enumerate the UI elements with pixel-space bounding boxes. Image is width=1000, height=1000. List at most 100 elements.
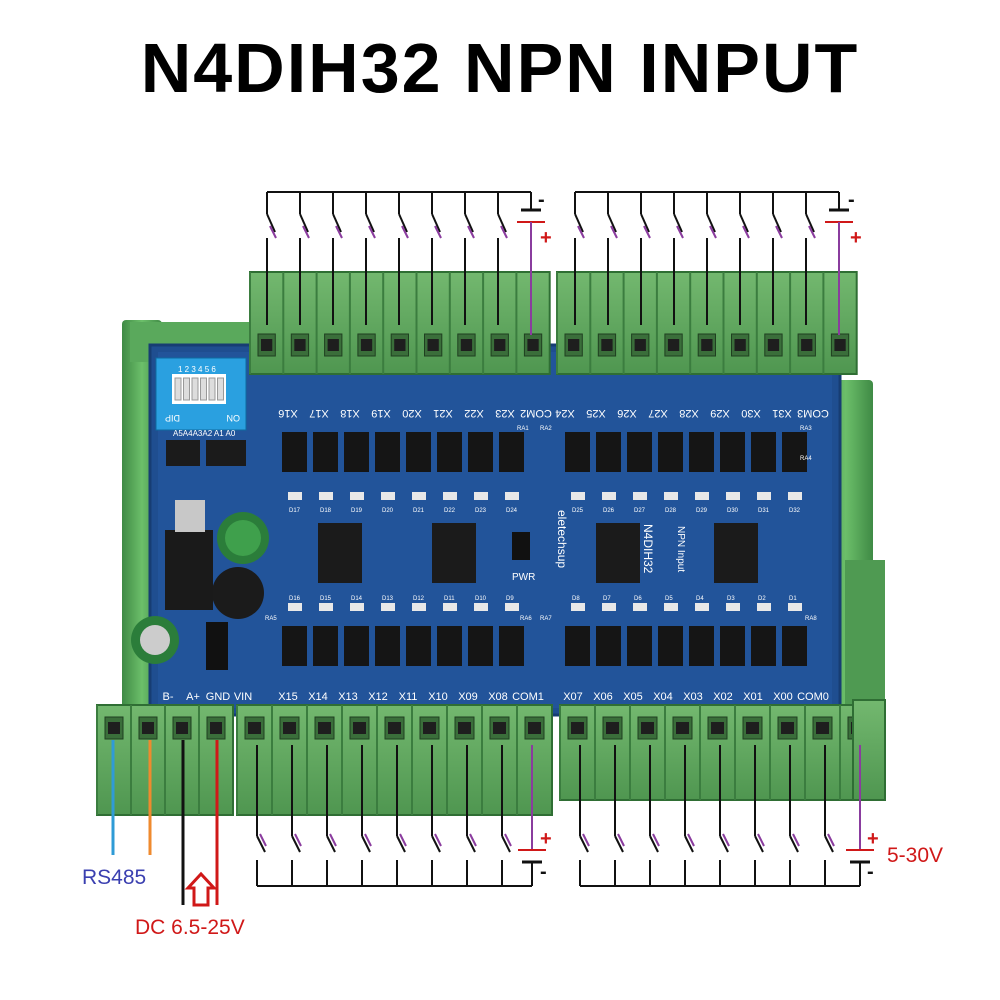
top-terminal-label: X24 [555,407,575,419]
led-label: D32 [789,508,801,514]
terminal-screw [816,722,829,734]
terminal-screw [606,722,619,734]
led [443,603,457,611]
led [443,492,457,500]
led-label: D19 [351,508,363,514]
dip-key [183,377,190,401]
switch-contact [365,213,375,233]
switch-contact [577,225,585,239]
bottom-terminal-label: X04 [653,691,673,703]
top-terminal-label: X19 [371,407,391,419]
address-label: A5A4A3A2 A1 A0 [173,429,236,438]
optocoupler [658,626,683,666]
led-label: D8 [572,596,580,602]
optocoupler [596,626,621,666]
switch-contact [399,833,407,847]
led-label: D23 [475,508,487,514]
bottom-terminal-label: X10 [428,691,448,703]
terminal-screw [834,339,846,351]
led [505,603,519,611]
top-left-battery-minus: - [538,189,545,211]
jumper [512,532,530,560]
terminal-screw [528,722,541,734]
optocoupler [437,626,462,666]
terminal-screw [353,722,366,734]
top-terminal-label: X18 [340,407,360,419]
switch-contact [401,225,409,239]
dip-key [217,377,224,401]
bottom-terminal-label: X02 [713,691,733,703]
terminal-screw [711,722,724,734]
led-label: D9 [506,596,514,602]
switch-contact [676,225,684,239]
dip-key [208,377,216,401]
switch-contact [466,835,476,853]
switch-contact [652,833,660,847]
switch-contact [582,833,590,847]
optocoupler [689,432,714,472]
led [412,492,426,500]
led [757,603,771,611]
optocoupler [406,626,431,666]
led-label: D5 [665,596,673,602]
switch-contact [640,213,650,233]
switch-contact [434,833,442,847]
switch-contact [643,225,651,239]
led-label: D10 [475,596,487,602]
optocoupler [313,626,338,666]
resistor-array-label: RA7 [540,616,552,622]
led-label: D20 [382,508,394,514]
model-label: N4DIH32 [641,524,655,574]
optocoupler [565,626,590,666]
led-label: D29 [696,508,708,514]
dc-power-label: DC 6.5-25V [135,916,245,939]
bottom-left-battery-minus: - [540,861,547,883]
terminal-screw [108,722,120,734]
led [695,492,709,500]
pwr-label: PWR [512,572,535,583]
led-label: D25 [572,508,584,514]
bottom-terminal-label: B- [163,691,174,703]
rs485-label: RS485 [82,866,147,889]
optocoupler [720,626,745,666]
switch-contact [361,835,371,853]
led [350,492,364,500]
switch-contact [256,835,266,853]
optocoupler [782,626,807,666]
switch-contact [291,835,301,853]
bottom-terminal-label: A+ [186,691,200,703]
optocoupler [313,432,338,472]
led-label: D22 [444,508,456,514]
top-terminal-label: COM3 [797,407,829,419]
switch-contact [332,213,342,233]
terminal-screw [248,722,261,734]
terminal-screw [781,722,794,734]
led [602,492,616,500]
bottom-terminal-label: X03 [683,691,703,703]
bottom-terminal-label: X01 [743,691,763,703]
ic-chip [166,440,200,466]
top-terminal-label: X26 [617,407,637,419]
bottom-right-battery-plus: + [867,828,879,850]
switch-contact [617,833,625,847]
bottom-terminal-label: X09 [458,691,478,703]
page-title: N4DIH32 NPN INPUT [140,29,860,107]
top-terminal-label: X30 [741,407,761,419]
led [788,492,802,500]
switch-contact [719,835,729,853]
top-terminal-label: X21 [433,407,453,419]
optocoupler [499,626,524,666]
terminal-screw [460,339,473,351]
led [319,492,333,500]
led-label: D15 [320,596,332,602]
switch-contact [335,225,343,239]
dip-key [191,377,199,401]
led-label: D13 [382,596,394,602]
led [633,603,647,611]
optocoupler-group [282,432,807,666]
switch-contact [673,213,683,233]
led-label: D14 [351,596,363,602]
switch-contact [259,833,267,847]
